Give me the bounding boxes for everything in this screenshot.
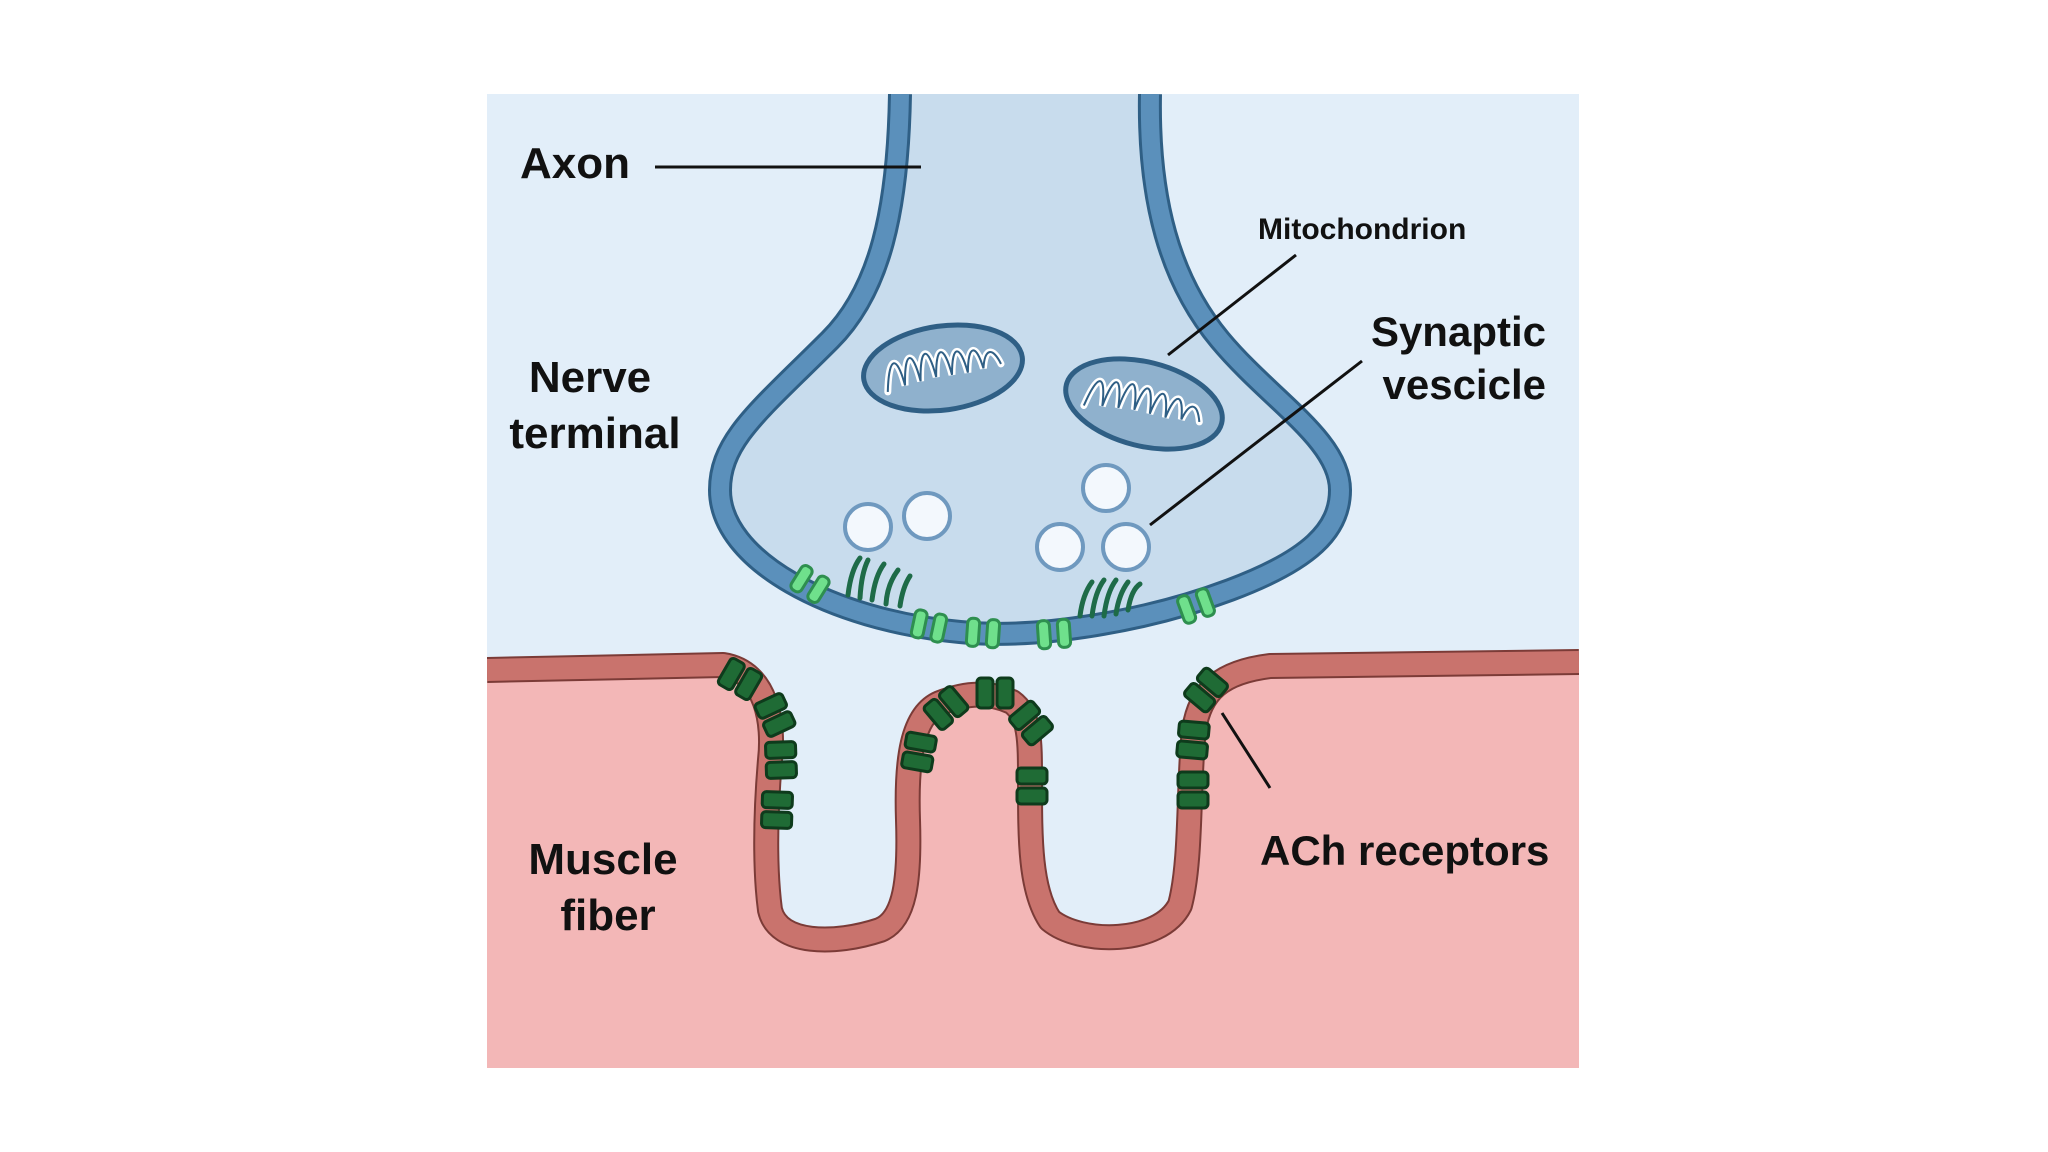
nerve-terminal-label-line1: Nerve bbox=[529, 353, 651, 402]
ion-channel bbox=[1176, 587, 1216, 625]
ach-receptor bbox=[760, 790, 794, 830]
leader-lines bbox=[655, 165, 1363, 789]
synaptic-vesicle-leader-line bbox=[1149, 359, 1363, 527]
ach-receptor bbox=[922, 685, 970, 731]
ach-receptor bbox=[1015, 766, 1049, 806]
ion-channel bbox=[1035, 617, 1073, 651]
ion-channel bbox=[909, 608, 949, 644]
synaptic-vesicle-label-line2: vescicle bbox=[1383, 361, 1547, 408]
ach-receptor bbox=[753, 692, 797, 738]
ion-channel bbox=[789, 564, 831, 604]
ach-receptors-leader-line bbox=[1220, 712, 1272, 789]
ach-receptor bbox=[764, 740, 798, 780]
ach-receptor bbox=[1176, 770, 1210, 810]
ach-receptor bbox=[1183, 666, 1229, 714]
ach-receptor bbox=[975, 676, 1015, 710]
vesicle bbox=[1035, 522, 1085, 572]
vesicle bbox=[1101, 522, 1151, 572]
mitochondrion-left bbox=[861, 322, 1025, 414]
ach-receptor bbox=[1175, 719, 1211, 761]
mitochondrion-leader-line bbox=[1167, 253, 1297, 357]
muscle-fiber-label-line2: fiber bbox=[560, 891, 655, 940]
muscle-ach-receptors bbox=[716, 656, 1229, 830]
ach-receptor bbox=[716, 656, 764, 702]
ach-release-left bbox=[845, 555, 913, 609]
ach-receptor bbox=[1008, 699, 1054, 747]
synaptic-vesicles bbox=[843, 463, 1151, 572]
axon-label: Axon bbox=[520, 139, 630, 188]
muscle-fiber-label-line1: Muscle bbox=[528, 835, 677, 884]
ach-release-right bbox=[1077, 577, 1143, 619]
mitochondrion-label: Mitochondrion bbox=[1258, 213, 1466, 246]
ach-receptor bbox=[900, 730, 938, 774]
nerve-ion-channels bbox=[789, 564, 1216, 651]
mitochondrion-right bbox=[1063, 356, 1225, 452]
vesicle bbox=[843, 502, 893, 552]
synaptic-vesicle-label-line1: Synaptic bbox=[1371, 308, 1546, 355]
nerve-terminal-label-line2: terminal bbox=[509, 409, 680, 458]
vesicle bbox=[1081, 463, 1131, 513]
ach-receptors-label: ACh receptors bbox=[1260, 827, 1549, 874]
vesicle bbox=[902, 491, 952, 541]
ion-channel bbox=[964, 616, 1002, 650]
